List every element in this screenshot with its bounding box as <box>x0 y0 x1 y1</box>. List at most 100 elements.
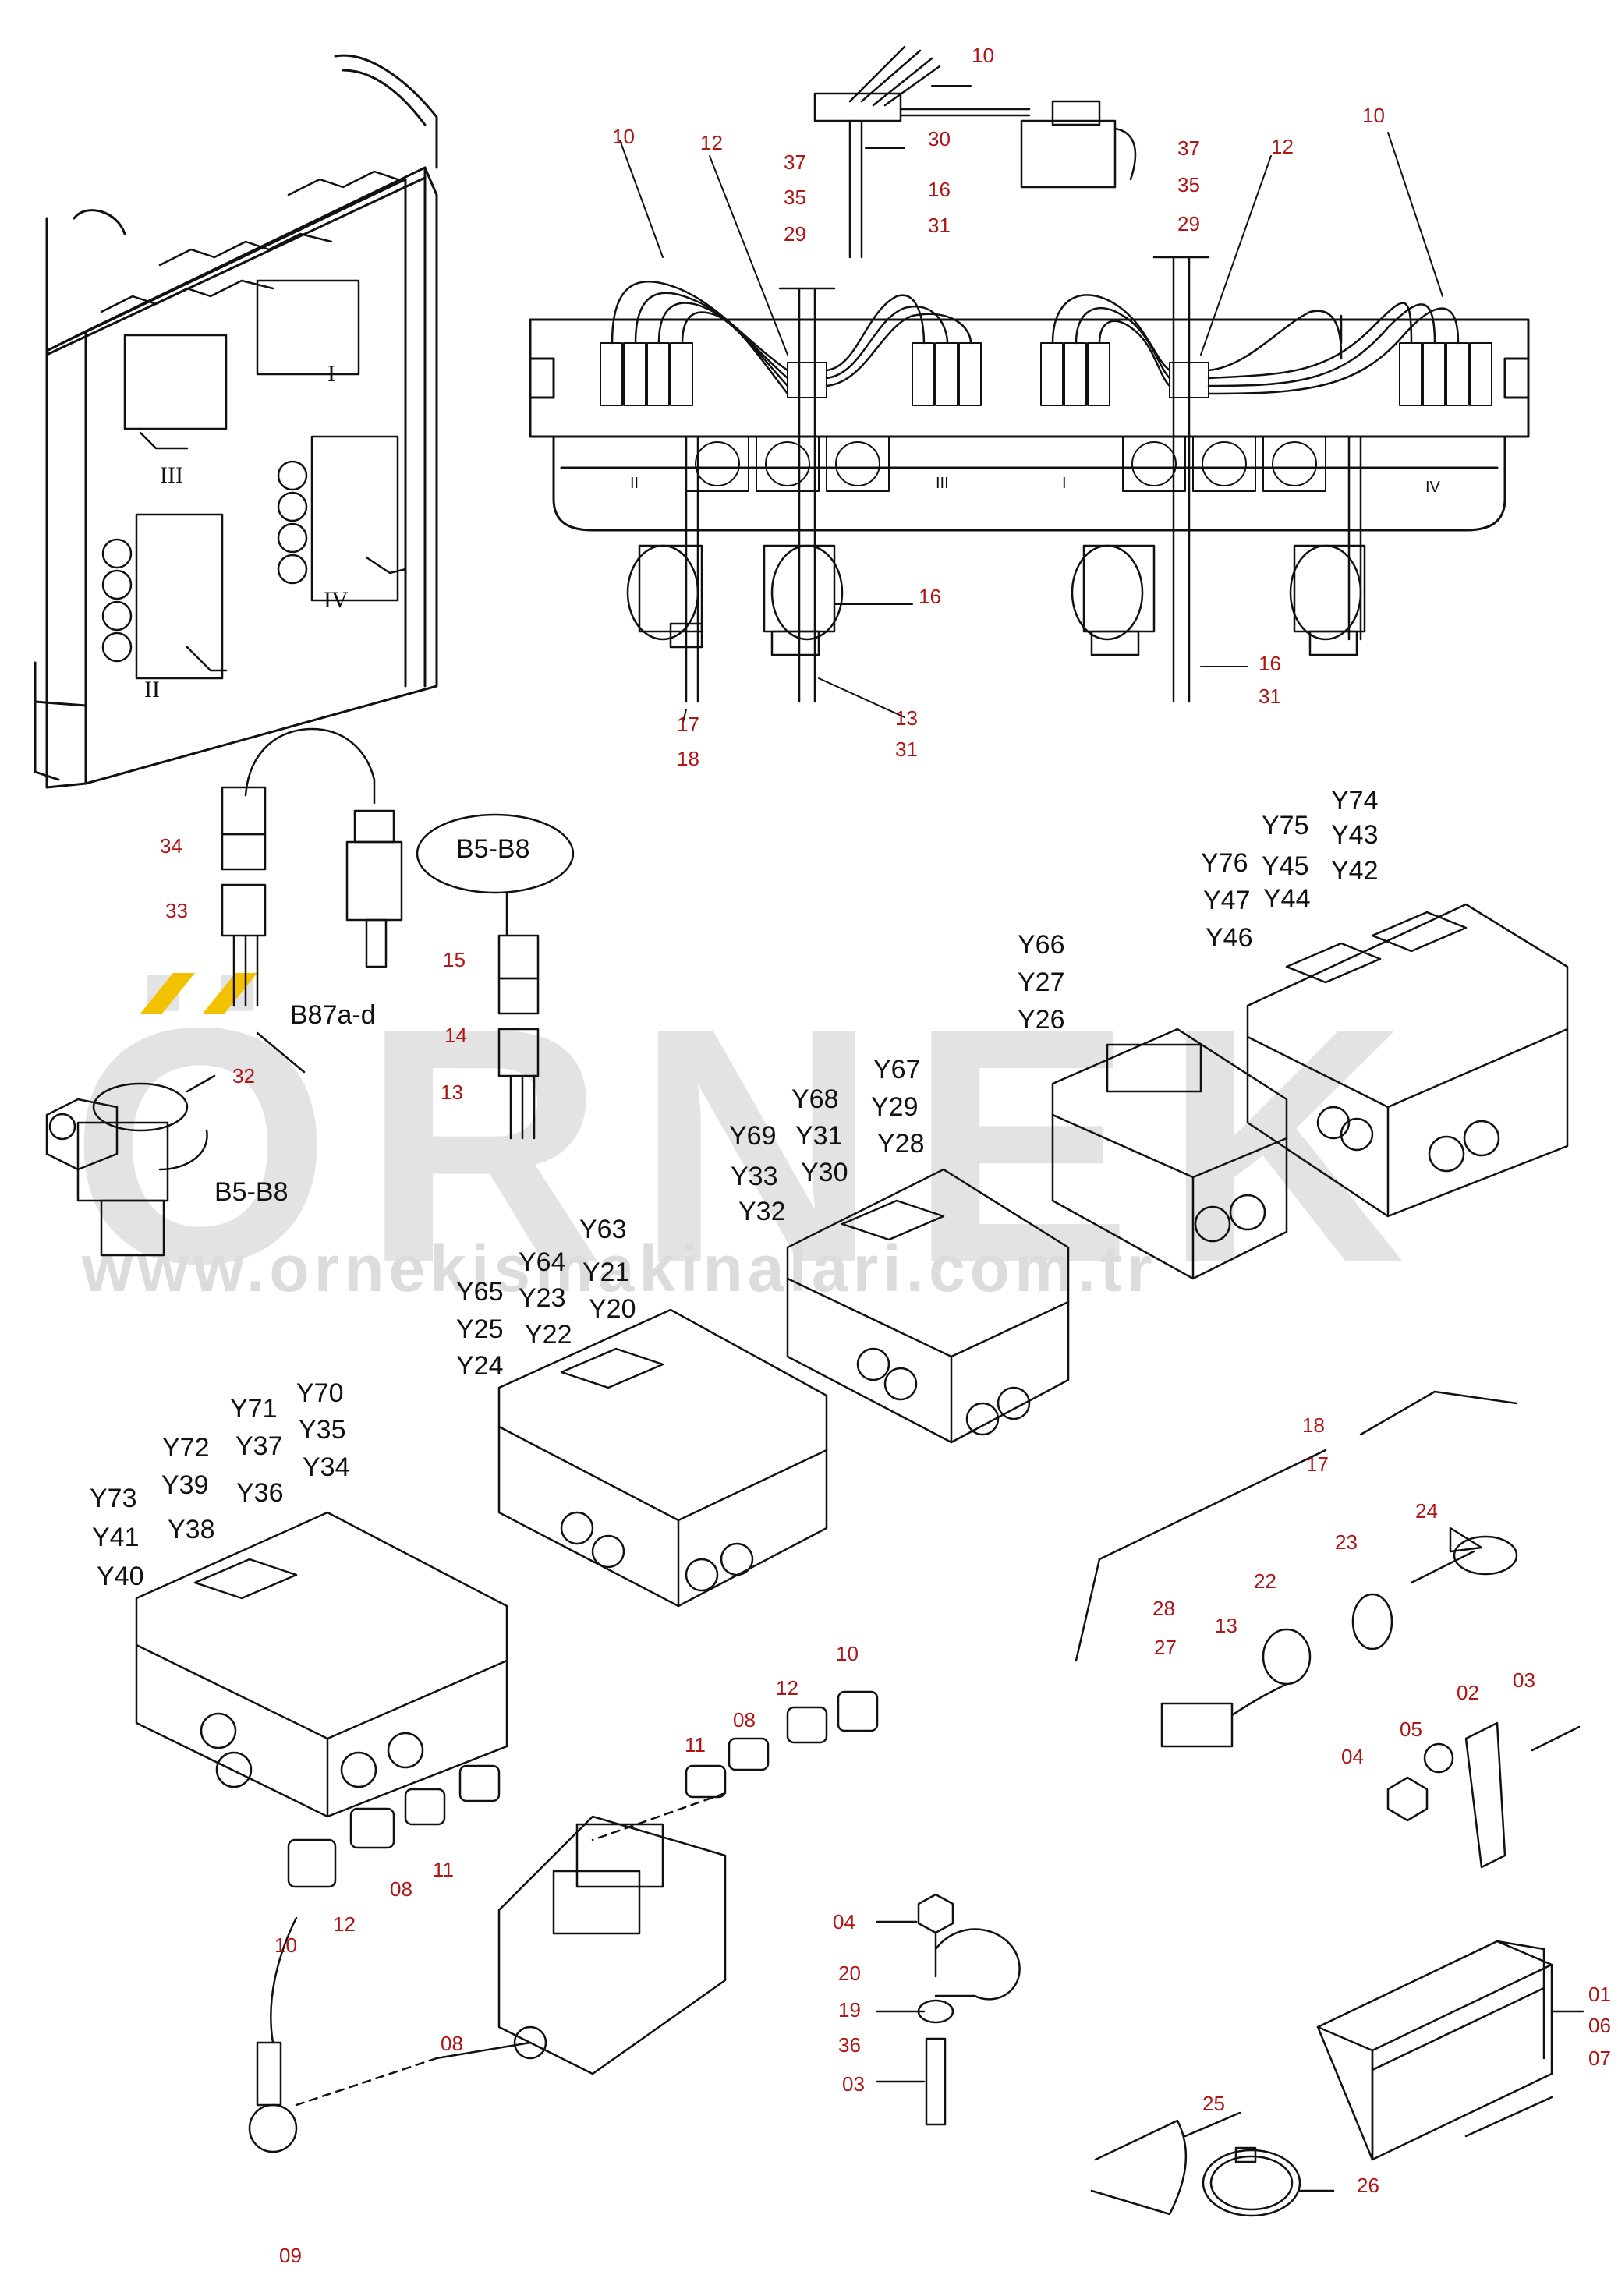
solenoid-code: Y65 <box>456 1277 504 1307</box>
solenoid-code: Y47 <box>1203 886 1251 915</box>
callout: 37 <box>1177 136 1200 160</box>
row-label: IV <box>1425 479 1440 496</box>
sensor-drawing <box>45 727 575 1257</box>
solenoid-code: Y24 <box>456 1351 504 1381</box>
machine-panel-drawing <box>34 54 438 789</box>
callout: 35 <box>1177 173 1200 196</box>
solenoid-code: Y40 <box>97 1562 144 1591</box>
solenoid-code: Y44 <box>1263 884 1311 914</box>
callout: 04 <box>1341 1745 1364 1768</box>
solenoid-code: Y38 <box>168 1515 215 1544</box>
callout: 12 <box>1271 135 1294 158</box>
row-label: II <box>630 475 639 492</box>
callout: 06 <box>1588 2014 1611 2037</box>
callout: 13 <box>1215 1614 1237 1637</box>
roman-label: IV <box>324 587 349 613</box>
solenoid-code: Y21 <box>582 1258 630 1287</box>
solenoid-code: Y75 <box>1262 811 1309 840</box>
callout: 03 <box>1513 1668 1535 1692</box>
callout: 08 <box>441 2032 463 2055</box>
callout: 29 <box>1177 212 1200 235</box>
solenoid-code: Y67 <box>873 1055 921 1084</box>
rail-drawing <box>1090 1940 1584 2217</box>
solenoid-code: Y43 <box>1331 820 1379 850</box>
valve-blocks-drawing <box>135 903 1569 1818</box>
solenoid-code: Y71 <box>230 1394 278 1424</box>
solenoid-code: Y46 <box>1206 923 1253 953</box>
clamp-drawing <box>876 1893 1021 2126</box>
solenoid-code: Y35 <box>299 1415 346 1445</box>
callout: 18 <box>1302 1413 1325 1437</box>
solenoid-code: Y32 <box>738 1197 786 1226</box>
callout: 16 <box>1259 652 1281 675</box>
callout: 31 <box>1259 685 1281 708</box>
callout: 11 <box>433 1858 454 1881</box>
callout: 14 <box>444 1024 467 1047</box>
callout: 05 <box>1400 1718 1422 1741</box>
row-label: I <box>1062 475 1067 492</box>
solenoid-code: Y74 <box>1331 786 1379 815</box>
callout: 26 <box>1357 2174 1379 2197</box>
callout: 18 <box>677 747 699 770</box>
roman-label: I <box>327 361 335 387</box>
solenoid-code: Y30 <box>801 1158 848 1187</box>
callout: 19 <box>838 1998 861 2022</box>
callout: 28 <box>1152 1597 1175 1620</box>
roman-label: III <box>160 462 183 488</box>
callout: 32 <box>232 1064 255 1088</box>
solenoid-code: Y33 <box>731 1162 778 1191</box>
callout: 30 <box>928 127 951 150</box>
solenoid-code: Y63 <box>579 1215 627 1244</box>
callout: 31 <box>928 214 951 237</box>
solenoid-code: Y22 <box>525 1320 572 1350</box>
sensor-label-b5-bubble: B5-B8 <box>456 834 530 864</box>
callout: 08 <box>390 1877 412 1901</box>
callout: 03 <box>842 2072 865 2096</box>
top-assembly-drawing <box>529 45 1530 726</box>
solenoid-code: Y45 <box>1262 851 1309 881</box>
solenoid-code: Y64 <box>519 1247 566 1277</box>
connector-detail-drawing <box>1075 1390 1581 1869</box>
callout: 15 <box>443 948 466 971</box>
callout: 34 <box>160 834 182 858</box>
solenoid-code: Y31 <box>795 1121 843 1151</box>
callout: 24 <box>1415 1499 1438 1523</box>
callout: 25 <box>1202 2092 1225 2115</box>
solenoid-code: Y42 <box>1331 856 1379 886</box>
callout: 20 <box>838 1962 861 1985</box>
sensor-label-b5-flange: B5-B8 <box>214 1177 289 1207</box>
solenoid-code: Y39 <box>161 1470 209 1500</box>
accent-marks <box>140 973 257 1014</box>
solenoid-code: Y36 <box>236 1478 284 1508</box>
sensor-label-b87: B87a-d <box>290 1000 376 1030</box>
callout: 13 <box>895 706 918 730</box>
callout: 10 <box>836 1642 859 1665</box>
callout: 10 <box>274 1933 297 1957</box>
solenoid-code: Y34 <box>303 1452 350 1482</box>
callout: 31 <box>895 738 918 761</box>
solenoid-code: Y29 <box>871 1092 919 1122</box>
callout: 10 <box>1362 104 1385 127</box>
callout: 17 <box>677 713 699 736</box>
solenoid-code: Y66 <box>1018 930 1065 960</box>
callout: 33 <box>165 899 188 922</box>
fittings-drawing <box>248 1690 879 2153</box>
callout: 09 <box>279 2244 302 2267</box>
callout: 07 <box>1588 2047 1611 2070</box>
callout: 37 <box>784 150 806 174</box>
solenoid-code: Y23 <box>519 1283 566 1313</box>
callout: 11 <box>685 1733 706 1756</box>
solenoid-code: Y69 <box>729 1121 777 1151</box>
solenoid-code: Y41 <box>92 1523 140 1552</box>
callout: 04 <box>833 1910 855 1933</box>
callout: 12 <box>776 1676 798 1700</box>
solenoid-code: Y20 <box>589 1294 636 1324</box>
callout: 02 <box>1457 1681 1479 1704</box>
solenoid-code: Y27 <box>1018 968 1065 997</box>
callout: 23 <box>1335 1530 1358 1554</box>
solenoid-code: Y68 <box>791 1084 839 1114</box>
solenoid-code: Y76 <box>1201 848 1248 878</box>
callout: 12 <box>700 131 723 154</box>
